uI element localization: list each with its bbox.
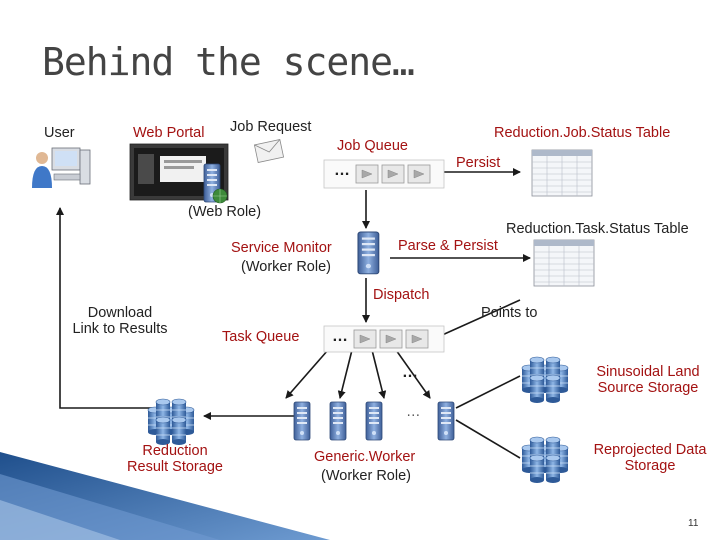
envelope-icon	[253, 139, 285, 163]
parse-persist-label: Parse & Persist	[398, 238, 498, 254]
service-monitor-server-icon	[357, 231, 380, 275]
task-status-table-icon	[533, 239, 595, 287]
arrow-queue-to-worker-4	[395, 349, 431, 399]
job-queue	[323, 159, 445, 189]
worker-server-icon	[437, 401, 455, 441]
web-portal-label: Web Portal	[133, 125, 205, 141]
workers-ellipsis-small: …	[406, 404, 421, 420]
generic-worker-label: Generic.Worker	[314, 449, 416, 465]
task-queue	[323, 325, 445, 353]
download-link-line-1: Download	[87, 305, 153, 321]
reprojected-line-2: Storage	[624, 458, 676, 474]
points-to-label: Points to	[481, 305, 538, 321]
task-queue-label: Task Queue	[222, 329, 300, 345]
worker-server-icon	[329, 401, 347, 441]
reduction-result-line-2: Result Storage	[127, 459, 223, 475]
reprojected-storage-label: Reprojected Data Storage	[582, 442, 718, 474]
reprojected-storage-icon	[522, 437, 568, 483]
job-queue-ellipsis: …	[334, 162, 351, 179]
job-status-table-label: Reduction.Job.Status Table	[494, 125, 671, 141]
worker-server-icon	[293, 401, 311, 441]
worker-server-icon	[365, 401, 383, 441]
slide-title: Behind the scene…	[42, 40, 415, 84]
reduction-result-storage-icon	[148, 399, 194, 445]
line-sinusoidal-worker	[455, 375, 521, 409]
reprojected-line-1: Reprojected Data	[593, 442, 707, 458]
arrow-queue-to-worker-1	[285, 349, 329, 399]
dispatch-label: Dispatch	[373, 287, 430, 303]
download-link-label: Download Link to Results	[62, 305, 178, 337]
persist-label: Persist	[456, 155, 501, 171]
page-number: 11	[688, 518, 699, 529]
service-monitor-label: Service Monitor	[231, 240, 332, 256]
task-status-table-label: Reduction.Task.Status Table	[506, 221, 689, 237]
job-status-table-icon	[531, 149, 593, 197]
line-reprojected-worker	[455, 419, 521, 459]
service-monitor-role-label: (Worker Role)	[241, 259, 331, 275]
sinusoidal-storage-icon	[522, 357, 568, 403]
reduction-result-storage-label: Reduction Result Storage	[114, 443, 236, 475]
job-queue-label: Job Queue	[337, 138, 408, 154]
sinusoidal-storage-label: Sinusoidal Land Source Storage	[586, 364, 710, 396]
globe-icon	[212, 188, 228, 204]
task-queue-ellipsis: …	[332, 328, 349, 345]
arrow-queue-to-worker-2	[337, 349, 353, 399]
user-label: User	[44, 125, 75, 141]
sinusoidal-line-2: Source Storage	[597, 380, 699, 396]
web-role-label: (Web Role)	[188, 204, 262, 220]
sinusoidal-line-1: Sinusoidal Land	[596, 364, 700, 380]
generic-worker-servers	[293, 401, 455, 441]
arrow-download-link-to-user	[56, 207, 176, 409]
connectors	[56, 168, 531, 459]
arrow-queue-to-worker-3	[371, 349, 387, 399]
generic-worker-role-label: (Worker Role)	[321, 468, 411, 484]
line-points-to	[439, 299, 521, 337]
job-request-label: Job Request	[230, 119, 312, 135]
reduction-result-line-1: Reduction	[142, 443, 208, 459]
download-link-line-2: Link to Results	[72, 321, 168, 337]
workers-ellipsis: …	[402, 364, 419, 381]
corner-decoration	[0, 452, 330, 540]
user-computer-icon	[32, 147, 91, 188]
